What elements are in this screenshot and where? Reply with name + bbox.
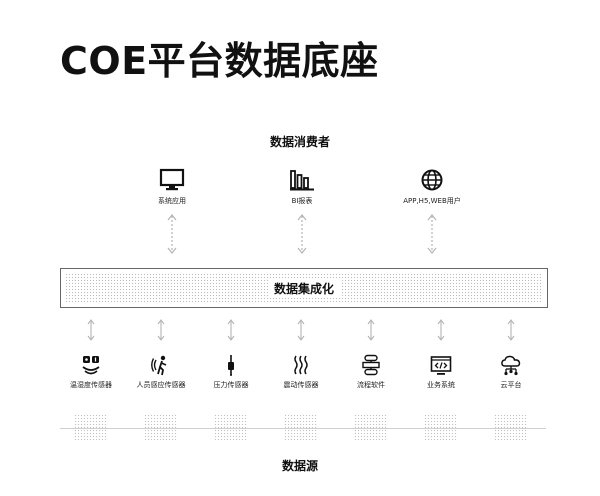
bidirectional-arrow-icon [507,319,515,341]
source-temperature-humidity: 温湿度传感器 [56,354,126,390]
pressure-probe-icon [228,355,234,376]
source-data-block [354,414,388,440]
source-person-motion: 人员感应传感器 [126,354,196,390]
consumer-label: APP,H5,WEB用户 [403,197,461,205]
source-label: 人员感应传感器 [136,381,186,389]
cloud-network-icon [501,355,521,376]
bidirectional-arrow-icon [437,319,445,341]
source-label: 云平台 [500,381,522,389]
source-label: 业务系统 [427,381,455,389]
consumers-heading: 数据消费者 [269,135,330,149]
bidirectional-arrow-icon [427,214,437,254]
person-motion-icon [151,355,167,376]
bidirectional-arrow-icon [227,319,235,341]
source-data-block [284,414,318,440]
bidirectional-arrow-icon [167,214,177,254]
bidirectional-arrow-icon [297,319,305,341]
source-data-block [214,414,248,440]
source-business-system: 业务系统 [406,354,476,390]
source-label: 震动传感器 [283,381,319,389]
source-cloud-platform: 云平台 [476,354,546,390]
bidirectional-arrow-icon [157,319,165,341]
source-pressure: 压力传感器 [196,354,266,390]
temperature-humidity-icon [82,356,100,375]
source-vibration: 震动传感器 [266,354,336,390]
bidirectional-arrow-icon [87,319,95,341]
bidirectional-arrow-icon [297,214,307,254]
page-title: COE平台数据底座 [60,39,379,83]
consumer-label: BI报表 [291,197,313,205]
consumer-bi-report: BI报表 [247,168,357,206]
data-integration-bar: 数据集成化 [60,268,548,308]
consumer-label: 系统应用 [158,197,186,205]
code-window-icon [430,356,452,375]
bar-chart-icon [290,170,314,191]
source-data-block [144,414,178,440]
integration-label: 数据集成化 [267,278,340,298]
monitor-icon [159,168,185,191]
source-data-block [494,414,528,440]
consumer-app-h5-web: APP,H5,WEB用户 [377,168,487,206]
source-label: 流程软件 [357,381,385,389]
consumer-system-app: 系统应用 [117,168,227,206]
source-data-block [424,414,458,440]
source-data-block [74,414,108,440]
vibration-icon [294,355,308,375]
source-label: 温湿度传感器 [70,381,112,389]
source-label: 压力传感器 [213,381,249,389]
source-process-software: 流程软件 [336,354,406,390]
bidirectional-arrow-icon [367,319,375,341]
sources-heading: 数据源 [281,459,318,473]
globe-icon [421,169,443,191]
process-flow-icon [362,354,380,376]
